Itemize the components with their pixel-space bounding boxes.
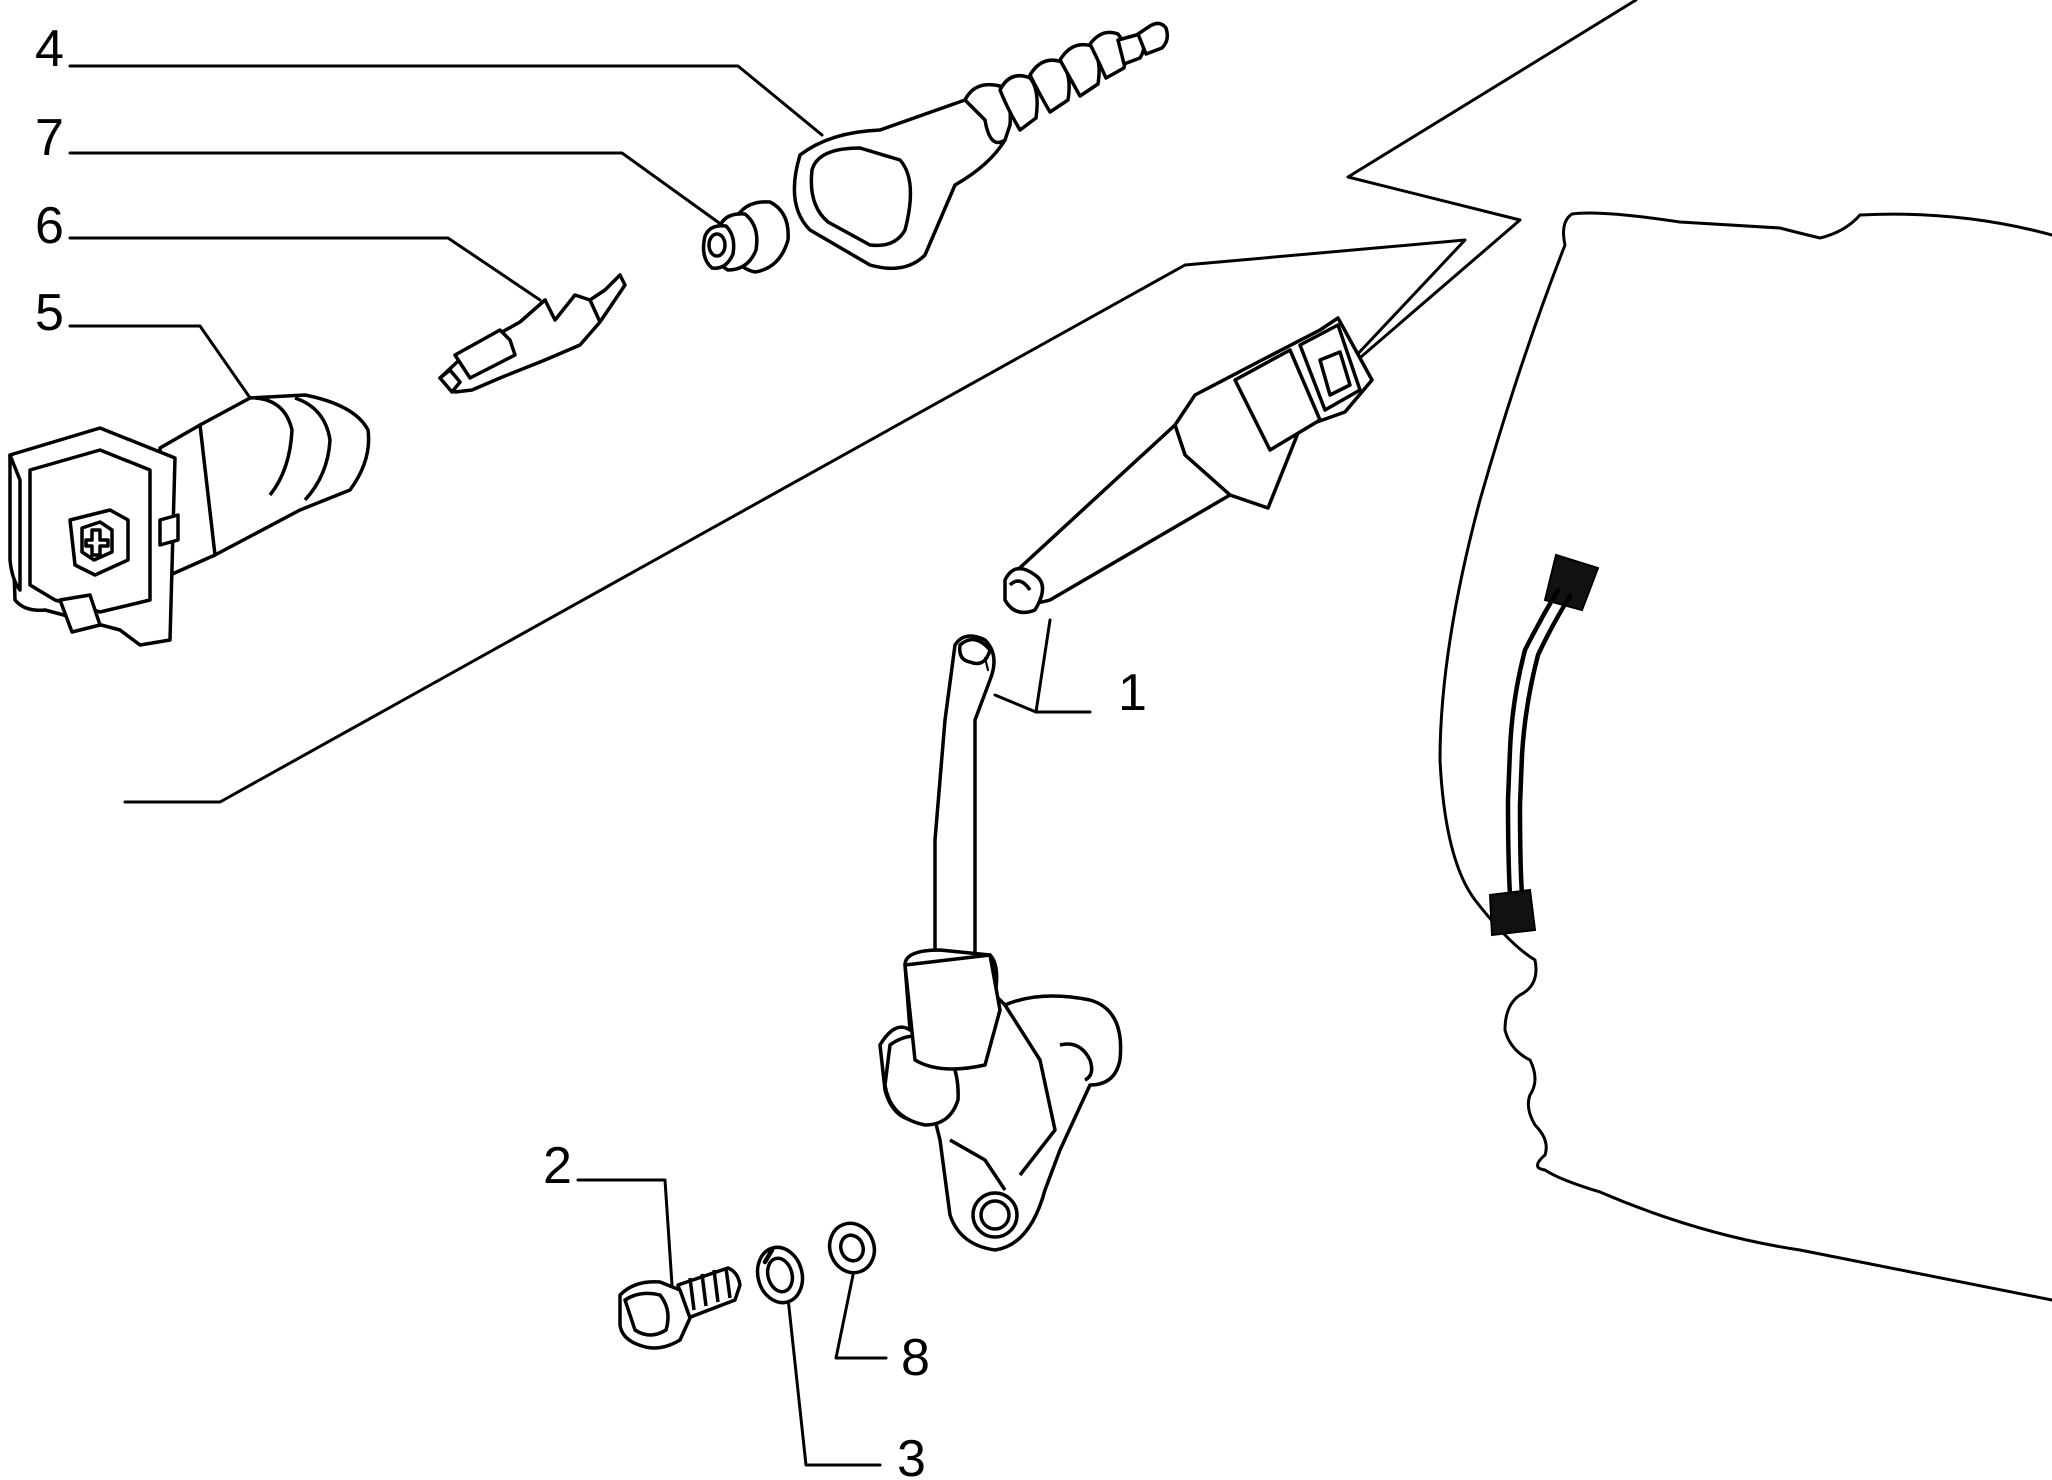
callout-labels: 1 2 3 4 5 6 7 8	[35, 20, 1147, 1480]
engine-harness-wire	[1488, 553, 1600, 937]
callout-1: 1	[1118, 664, 1147, 722]
part-6-terminal-pin	[438, 273, 627, 394]
leader-lines	[68, 64, 1092, 1467]
part-2-bolt	[618, 1266, 742, 1350]
leader-line-6	[68, 236, 542, 302]
part-5-connector-housing	[8, 393, 371, 647]
part-7-grommet	[701, 200, 790, 274]
callout-2: 2	[543, 1137, 572, 1195]
leader-line-1b	[993, 693, 1038, 714]
engine-outline	[1438, 211, 2052, 1302]
leader-line-1	[1034, 618, 1092, 714]
callout-8: 8	[901, 1329, 930, 1387]
callout-5: 5	[35, 284, 64, 342]
part-8-flat-washer	[827, 1221, 877, 1275]
part-3-lock-washer	[755, 1245, 805, 1305]
detail-pointer-lines	[123, 0, 1638, 804]
part-4-bellows-boot	[792, 21, 1170, 271]
leader-line-5	[68, 324, 257, 407]
leader-line-3	[786, 1296, 882, 1467]
callout-7: 7	[35, 109, 64, 167]
part-1-sensor-assembly	[878, 316, 1374, 1252]
leader-line-7	[68, 151, 724, 227]
callout-6: 6	[35, 197, 64, 255]
callout-3: 3	[897, 1430, 926, 1480]
callout-4: 4	[35, 20, 64, 78]
leader-line-8	[834, 1273, 888, 1360]
leader-line-2	[576, 1178, 674, 1287]
leader-line-4	[68, 64, 824, 137]
